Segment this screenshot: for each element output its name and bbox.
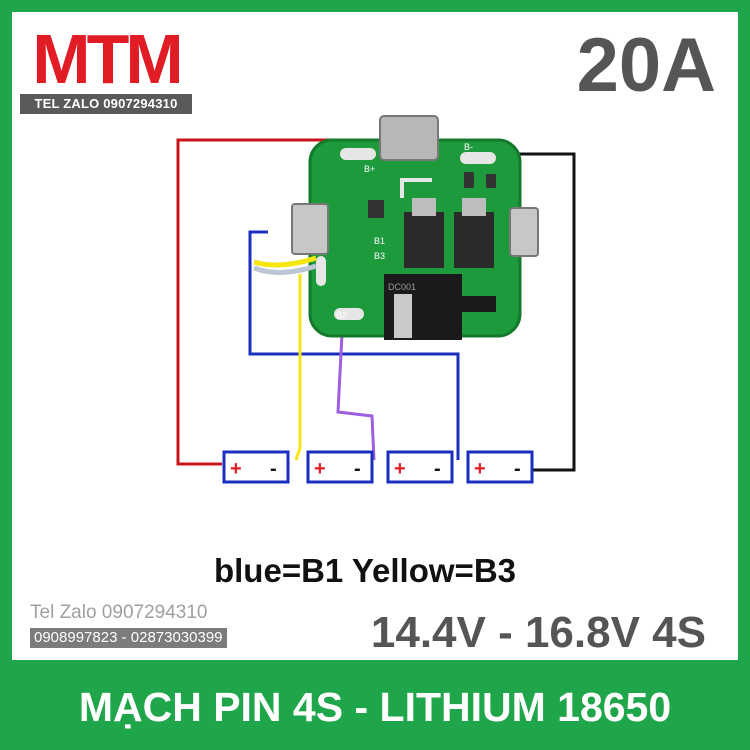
battery-cell-1: + - [222, 450, 290, 484]
cell-4-minus: - [514, 458, 521, 480]
blue-wire [248, 230, 460, 460]
b-plus-tab [379, 115, 439, 161]
cell-2-plus: + [314, 458, 326, 480]
label-b3: B3 [374, 251, 385, 261]
logo-wordmark: MTM [32, 20, 183, 98]
current-rating: 20A [576, 23, 716, 108]
contact-phones: 0908997823 - 02873030399 [30, 628, 227, 648]
contact-info: Tel Zalo 0907294310 0908997823 - 0287303… [30, 602, 227, 648]
voltage-range: 14.4V - 16.8V 4S [370, 608, 706, 657]
product-image-area: MTM TEL ZALO 0907294310 20A [12, 12, 738, 660]
product-title-banner: MẠCH PIN 4S - LITHIUM 18650 [78, 684, 672, 730]
mosfet-2 [454, 212, 494, 268]
cell-1-minus: - [270, 458, 277, 480]
purple-wire [336, 333, 376, 461]
logo-phone-bar: TEL ZALO 0907294310 [20, 94, 192, 114]
battery-cell-2: + - [306, 450, 374, 484]
battery-cell-4: + - [466, 450, 534, 484]
right-tab [509, 207, 539, 257]
cell-3-minus: - [434, 458, 441, 480]
contact-zalo: Tel Zalo 0907294310 [30, 602, 208, 623]
cell-1-plus: + [230, 458, 242, 480]
left-tab [291, 203, 329, 255]
cell-4-plus: + [474, 458, 486, 480]
label-b1: B1 [374, 236, 385, 246]
battery-cell-3: + - [386, 450, 454, 484]
bms-wiring-diagram: B+ B- B1 B3 B2 DC001 + - + - [176, 115, 576, 484]
label-b-plus: B+ [364, 164, 375, 174]
cell-3-plus: + [394, 458, 406, 480]
label-b2: B2 [336, 310, 347, 320]
bms-board: B+ B- B1 B3 B2 DC001 [253, 115, 539, 340]
brand-logo: MTM TEL ZALO 0907294310 [20, 20, 192, 116]
cell-2-minus: - [354, 458, 361, 480]
red-wire [176, 138, 332, 466]
label-b-minus: B- [464, 142, 473, 152]
yellow-wire [294, 274, 302, 461]
wire-legend: blue=B1 Yellow=B3 [12, 552, 738, 590]
black-wire [508, 152, 576, 472]
mosfet-1 [404, 212, 444, 268]
wire-legend-text: blue=B1 Yellow=B3 [213, 552, 517, 589]
label-dc001: DC001 [388, 282, 416, 292]
